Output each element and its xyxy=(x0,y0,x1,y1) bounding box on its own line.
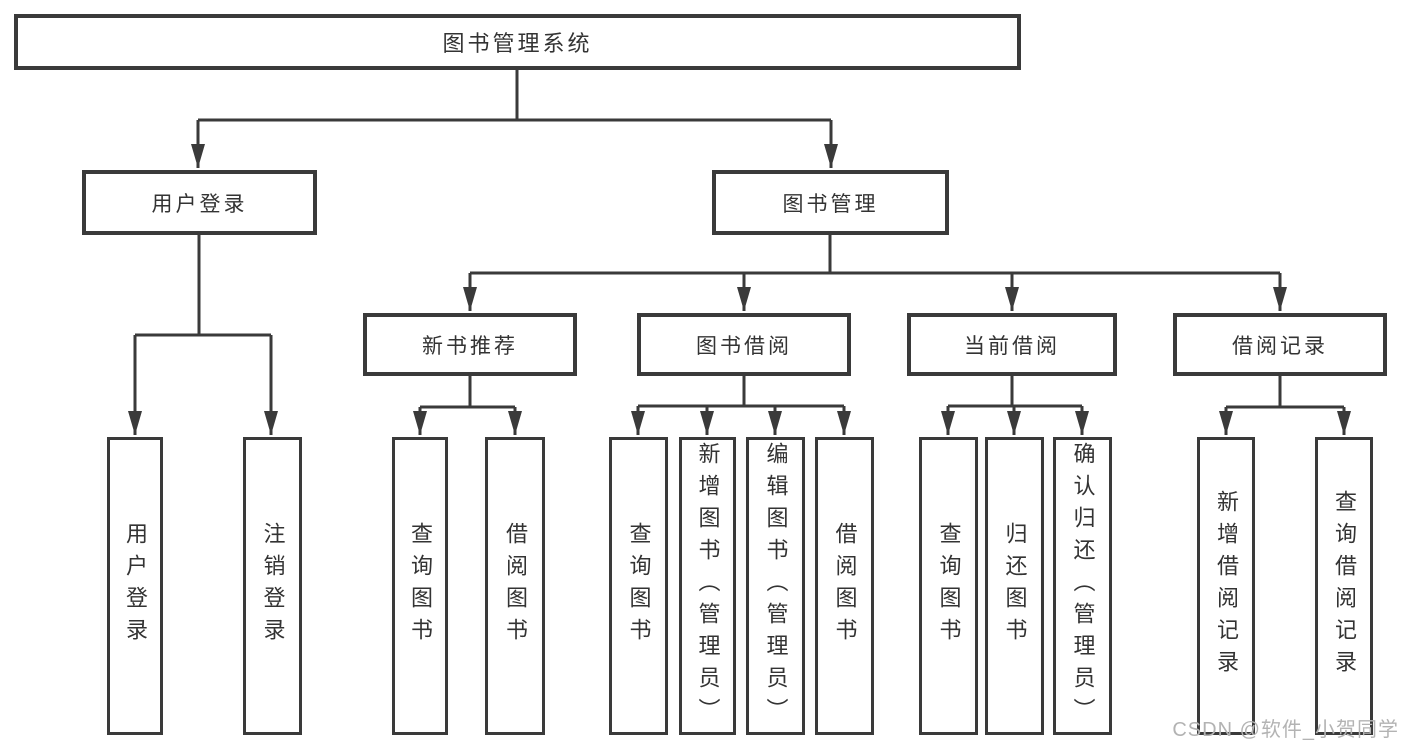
leaf-label: 归还图书 xyxy=(1002,522,1028,650)
leaf-label: 确认归还（管理员） xyxy=(1070,442,1096,730)
leaf-label: 查询图书 xyxy=(408,522,433,650)
node-user-login: 用户登录 xyxy=(82,170,317,235)
node-book-borrowing: 图书借阅 xyxy=(637,313,851,376)
leaf-label: 新增图书（管理员） xyxy=(695,442,721,730)
leaf-label: 查询图书 xyxy=(626,522,652,650)
leaf-edit-books-admin: 编辑图书（管理员） xyxy=(746,437,805,735)
node-book-management: 图书管理 xyxy=(712,170,949,235)
leaf-confirm-return-admin: 确认归还（管理员） xyxy=(1053,437,1112,735)
node-library-management-system: 图书管理系统 xyxy=(14,14,1021,70)
leaf-label: 注销登录 xyxy=(260,522,286,650)
node-new-book-recommendation: 新书推荐 xyxy=(363,313,577,376)
node-current-borrowing: 当前借阅 xyxy=(907,313,1117,376)
leaf-return-books: 归还图书 xyxy=(985,437,1044,735)
leaf-logout-login: 注销登录 xyxy=(243,437,302,735)
leaf-label: 查询借阅记录 xyxy=(1332,490,1357,682)
leaf-query-books-borrowing: 查询图书 xyxy=(609,437,668,735)
leaf-query-books-recommend: 查询图书 xyxy=(392,437,448,735)
leaf-user-login: 用户登录 xyxy=(107,437,163,735)
leaf-add-borrow-record: 新增借阅记录 xyxy=(1197,437,1255,735)
leaf-label: 借阅图书 xyxy=(832,522,858,650)
leaf-query-books-current: 查询图书 xyxy=(919,437,978,735)
leaf-label: 编辑图书（管理员） xyxy=(763,442,789,730)
leaf-query-borrow-record: 查询借阅记录 xyxy=(1315,437,1373,735)
node-borrowing-records: 借阅记录 xyxy=(1173,313,1387,376)
leaf-label: 新增借阅记录 xyxy=(1214,490,1239,682)
leaf-borrow-books: 借阅图书 xyxy=(815,437,874,735)
leaf-label: 查询图书 xyxy=(936,522,962,650)
leaf-add-books-admin: 新增图书（管理员） xyxy=(679,437,736,735)
csdn-watermark: CSDN @软件_小贺同学 xyxy=(1172,719,1399,741)
leaf-borrow-books-recommend: 借阅图书 xyxy=(485,437,545,735)
leaf-label: 用户登录 xyxy=(123,522,148,650)
leaf-label: 借阅图书 xyxy=(503,522,528,650)
